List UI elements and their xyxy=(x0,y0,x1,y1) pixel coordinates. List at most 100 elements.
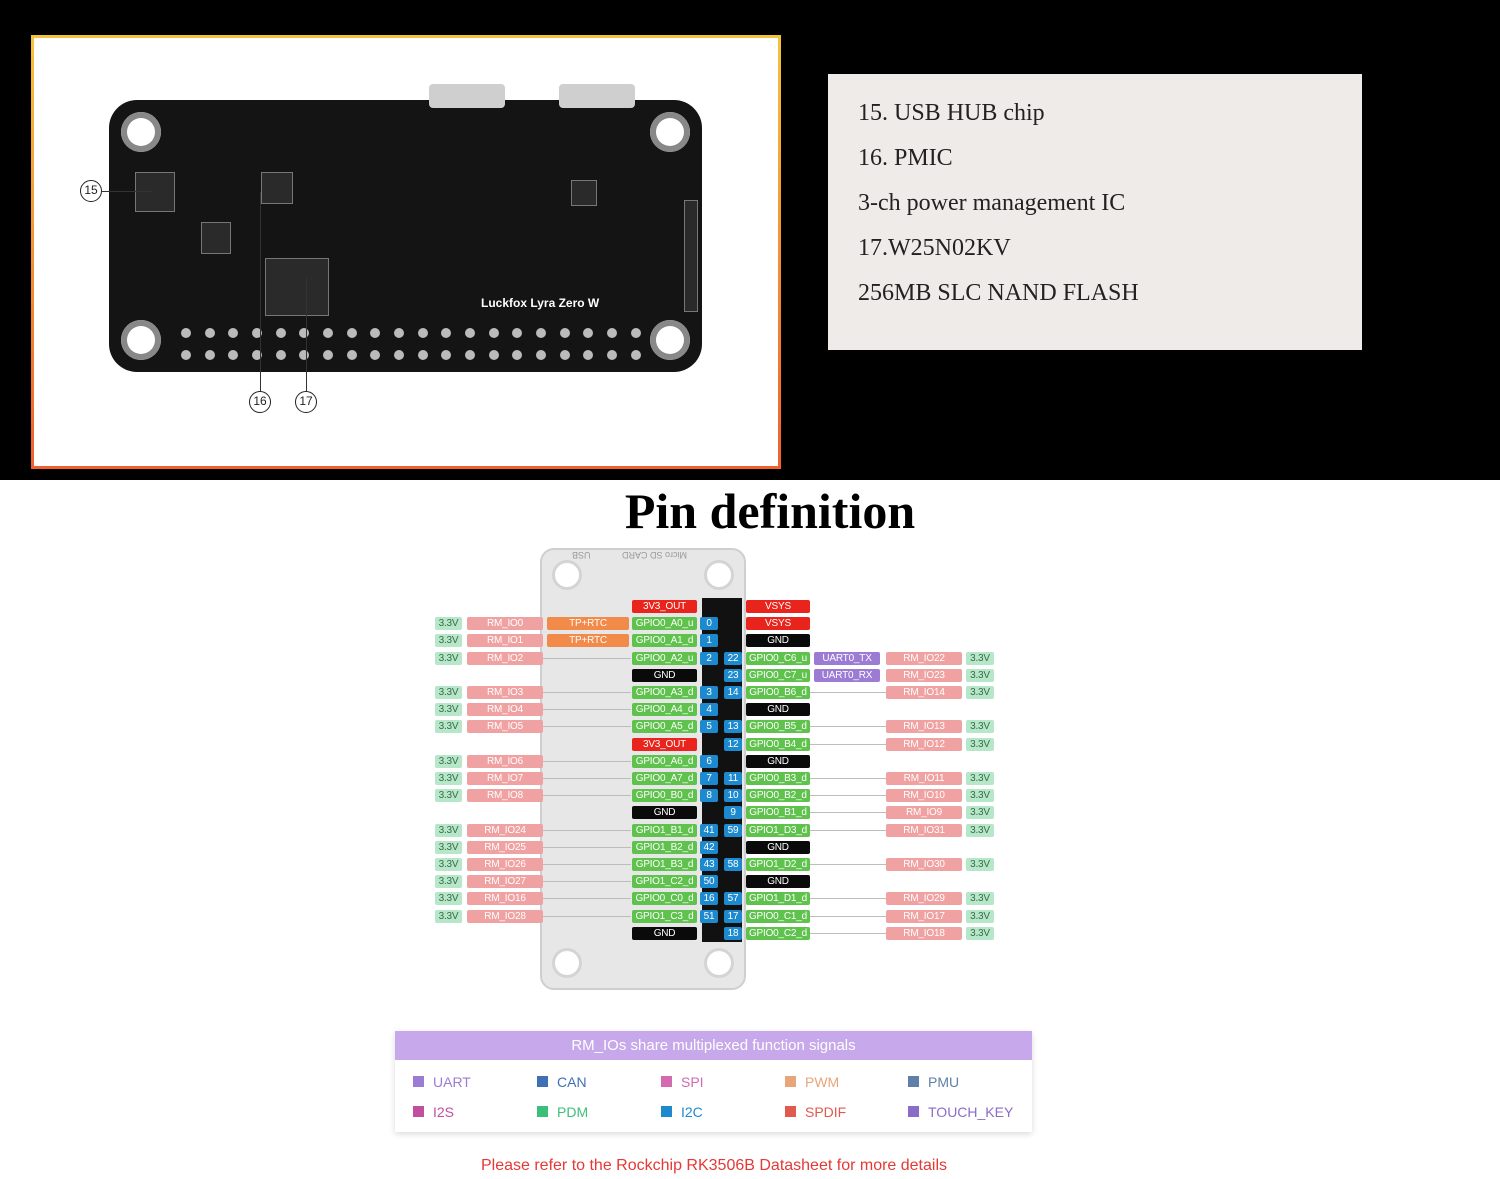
pin-label-right: GND xyxy=(746,755,810,768)
callout-leader xyxy=(102,191,152,192)
voltage-label: 3.3V xyxy=(435,789,462,802)
pin-connector-line xyxy=(810,778,886,779)
pin-label-left: 3V3_OUT xyxy=(632,600,697,613)
pin-number-left: 3 xyxy=(700,686,718,699)
pin-number-right: 11 xyxy=(724,772,742,785)
tp-rtc-label: TP+RTC xyxy=(547,617,629,630)
gpio-pin-row-bottom xyxy=(181,350,641,360)
rm-io-label: RM_IO2 xyxy=(467,652,543,665)
pin-number-right: 59 xyxy=(724,824,742,837)
legend-label: SPI xyxy=(681,1074,704,1090)
header-pin xyxy=(607,328,618,338)
pin-label-right: GPIO0_B5_d xyxy=(746,720,810,733)
pin-connector-line xyxy=(543,726,631,727)
rm-io-label: RM_IO16 xyxy=(467,892,543,905)
module-hole xyxy=(704,560,734,590)
pin-number-right: 17 xyxy=(724,910,742,923)
legend-swatch xyxy=(785,1106,796,1117)
header-pin xyxy=(275,328,286,338)
voltage-label: 3.3V xyxy=(966,652,994,665)
legend-item: TOUCH_KEY xyxy=(908,1104,1013,1120)
header-pin xyxy=(323,350,334,360)
legend-label: PMU xyxy=(928,1074,960,1090)
legend-item: CAN xyxy=(537,1074,587,1090)
legend-swatch xyxy=(537,1076,548,1087)
description-line: 3-ch power management IC xyxy=(858,190,1126,216)
rm-io-label: RM_IO0 xyxy=(467,617,543,630)
rm-io-label: RM_IO3 xyxy=(467,686,543,699)
rm-io-label: RM_IO11 xyxy=(886,772,962,785)
pin-connector-line xyxy=(543,761,631,762)
mounting-hole xyxy=(650,112,690,152)
header-pin xyxy=(394,350,405,360)
legend-item: SPI xyxy=(661,1074,704,1090)
pin-number-left: 0 xyxy=(700,617,718,630)
pin-label-left: 3V3_OUT xyxy=(632,738,697,751)
header-pin xyxy=(323,328,334,338)
voltage-label: 3.3V xyxy=(966,806,994,819)
header-pin xyxy=(465,328,476,338)
legend-item: PDM xyxy=(537,1104,588,1120)
pmic-chip xyxy=(261,172,293,204)
module-sd-label: Micro SD CARD xyxy=(622,550,688,560)
pin-label-left: GPIO1_B1_d xyxy=(632,824,697,837)
pin-label-right: GPIO0_C7_u xyxy=(746,669,810,682)
module-hole xyxy=(552,560,582,590)
pin-label-right: GPIO1_D1_d xyxy=(746,892,810,905)
rm-io-label: RM_IO10 xyxy=(886,789,962,802)
pin-number-left: 16 xyxy=(700,892,718,905)
header-pin xyxy=(346,350,357,360)
voltage-label: 3.3V xyxy=(966,927,994,940)
pin-connector-line xyxy=(543,830,631,831)
rm-io-label: RM_IO8 xyxy=(467,789,543,802)
voltage-label: 3.3V xyxy=(435,703,462,716)
pin-label-right: GPIO0_B4_d xyxy=(746,738,810,751)
voltage-label: 3.3V xyxy=(435,617,462,630)
pin-label-left: GND xyxy=(632,806,697,819)
pin-connector-line xyxy=(543,898,631,899)
pin-connector-line xyxy=(543,916,631,917)
header-pin xyxy=(346,328,357,338)
pin-label-right: GPIO0_B6_d xyxy=(746,686,810,699)
header-pin xyxy=(181,350,191,360)
rm-io-label: RM_IO5 xyxy=(467,720,543,733)
voltage-label: 3.3V xyxy=(966,686,994,699)
pin-connector-line xyxy=(810,812,886,813)
pin-label-left: GPIO0_A7_d xyxy=(632,772,697,785)
pin-label-right: GPIO0_C2_d xyxy=(746,927,810,940)
legend-panel: RM_IOs share multiplexed function signal… xyxy=(395,1031,1032,1132)
pin-label-left: GND xyxy=(632,669,697,682)
rm-io-label: RM_IO14 xyxy=(886,686,962,699)
rm-io-label: RM_IO29 xyxy=(886,892,962,905)
pin-header xyxy=(702,598,742,942)
header-pin xyxy=(488,350,499,360)
legend-swatch xyxy=(908,1076,919,1087)
header-pin xyxy=(536,328,547,338)
voltage-label: 3.3V xyxy=(435,686,462,699)
voltage-label: 3.3V xyxy=(966,910,994,923)
header-pin xyxy=(299,350,310,360)
legend-item: SPDIF xyxy=(785,1104,846,1120)
module-usb-label: USB xyxy=(572,550,591,560)
header-pin xyxy=(441,328,452,338)
pin-connector-line xyxy=(543,795,631,796)
pin-label-left: GPIO0_A1_d xyxy=(632,634,697,647)
voltage-label: 3.3V xyxy=(966,824,994,837)
legend-item: I2C xyxy=(661,1104,703,1120)
pin-label-left: GPIO0_A5_d xyxy=(632,720,697,733)
legend-label: PDM xyxy=(557,1104,589,1120)
header-pin xyxy=(394,328,405,338)
pin-connector-line xyxy=(810,933,886,934)
legend-item: PMU xyxy=(908,1074,959,1090)
voltage-label: 3.3V xyxy=(435,720,462,733)
header-pin xyxy=(512,350,523,360)
callout-17: 17 xyxy=(295,391,317,413)
rm-io-label: RM_IO30 xyxy=(886,858,962,871)
rm-io-label: RM_IO6 xyxy=(467,755,543,768)
pin-number-right: 9 xyxy=(724,806,742,819)
pin-number-left: 51 xyxy=(700,910,718,923)
pin-number-left: 2 xyxy=(700,652,718,665)
legend-swatch xyxy=(413,1076,424,1087)
legend-swatch xyxy=(661,1076,672,1087)
description-line: 17.W25N02KV xyxy=(858,235,1011,261)
